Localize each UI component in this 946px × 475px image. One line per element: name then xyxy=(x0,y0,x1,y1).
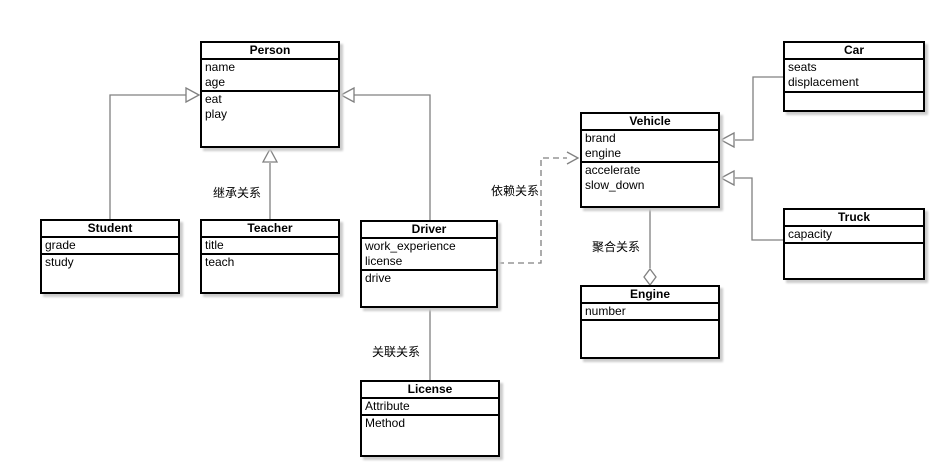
class-student: Student grade study xyxy=(40,219,180,294)
class-student-methods: study xyxy=(42,255,178,292)
class-teacher-attributes: title xyxy=(202,238,338,255)
label-aggregation: 聚合关系 xyxy=(592,240,641,254)
method: accelerate xyxy=(585,163,641,177)
connector-student-person xyxy=(109,94,186,219)
class-license-methods: Method xyxy=(362,416,498,455)
attribute: displacement xyxy=(788,75,859,89)
method: eat xyxy=(205,92,222,106)
class-driver-title: Driver xyxy=(362,222,496,239)
class-teacher: Teacher title teach xyxy=(200,219,340,294)
inheritance-arrowhead-driver xyxy=(339,86,355,104)
class-license-title: License xyxy=(362,382,498,399)
class-engine-attributes: number xyxy=(582,304,718,321)
connector-driver-person xyxy=(354,94,431,220)
class-car: Car seats displacement xyxy=(783,41,925,112)
connector-car-vehicle xyxy=(735,76,783,141)
class-car-attributes: seats displacement xyxy=(785,60,923,93)
class-truck-methods xyxy=(785,244,923,278)
inheritance-arrowhead-truck xyxy=(719,169,735,187)
class-license-attributes: Attribute xyxy=(362,399,498,416)
class-vehicle-methods: accelerate slow_down xyxy=(582,163,718,206)
class-teacher-methods: teach xyxy=(202,255,338,292)
class-driver-attributes: work_experience license xyxy=(362,239,496,271)
attribute: work_experience xyxy=(365,239,456,253)
attribute: number xyxy=(585,304,626,318)
label-inheritance: 继承关系 xyxy=(213,186,262,200)
attribute: title xyxy=(205,238,224,252)
class-license: License Attribute Method xyxy=(360,380,500,457)
inheritance-arrowhead-teacher xyxy=(261,147,279,163)
class-driver: Driver work_experience license drive xyxy=(360,220,498,308)
class-vehicle: Vehicle brand engine accelerate slow_dow… xyxy=(580,112,720,208)
class-truck-attributes: capacity xyxy=(785,227,923,244)
class-person-methods: eat play xyxy=(202,92,338,146)
class-person-attributes: name age xyxy=(202,60,338,92)
attribute: grade xyxy=(45,238,76,252)
attribute: capacity xyxy=(788,227,833,241)
aggregation-diamond xyxy=(643,267,657,287)
dependency-arrowhead xyxy=(566,151,580,165)
inheritance-arrowhead-student xyxy=(185,86,201,104)
attribute: name xyxy=(205,60,236,74)
class-engine: Engine number xyxy=(580,285,720,359)
attribute: engine xyxy=(585,146,622,160)
method: study xyxy=(45,255,74,269)
class-person: Person name age eat play xyxy=(200,41,340,148)
connector-driver-vehicle xyxy=(498,157,567,264)
class-driver-methods: drive xyxy=(362,271,496,306)
attribute: seats xyxy=(788,60,817,74)
class-student-attributes: grade xyxy=(42,238,178,255)
class-engine-title: Engine xyxy=(582,287,718,304)
attribute: brand xyxy=(585,131,616,145)
method: drive xyxy=(365,271,392,285)
class-teacher-title: Teacher xyxy=(202,221,338,238)
method: Method xyxy=(365,416,406,430)
label-association: 关联关系 xyxy=(372,345,421,359)
class-truck-title: Truck xyxy=(785,210,923,227)
connector-truck-vehicle xyxy=(735,177,783,241)
label-dependency: 依赖关系 xyxy=(491,184,540,198)
method: play xyxy=(205,107,228,121)
attribute: age xyxy=(205,75,226,89)
attribute: license xyxy=(365,254,403,268)
inheritance-arrowhead-car xyxy=(719,131,735,149)
class-person-title: Person xyxy=(202,43,338,60)
attribute: Attribute xyxy=(365,399,410,413)
class-car-methods xyxy=(785,93,923,110)
class-engine-methods xyxy=(582,321,718,357)
class-vehicle-title: Vehicle xyxy=(582,114,718,131)
method: teach xyxy=(205,255,235,269)
class-vehicle-attributes: brand engine xyxy=(582,131,718,163)
method: slow_down xyxy=(585,178,645,192)
class-student-title: Student xyxy=(42,221,178,238)
class-car-title: Car xyxy=(785,43,923,60)
class-truck: Truck capacity xyxy=(783,208,925,280)
